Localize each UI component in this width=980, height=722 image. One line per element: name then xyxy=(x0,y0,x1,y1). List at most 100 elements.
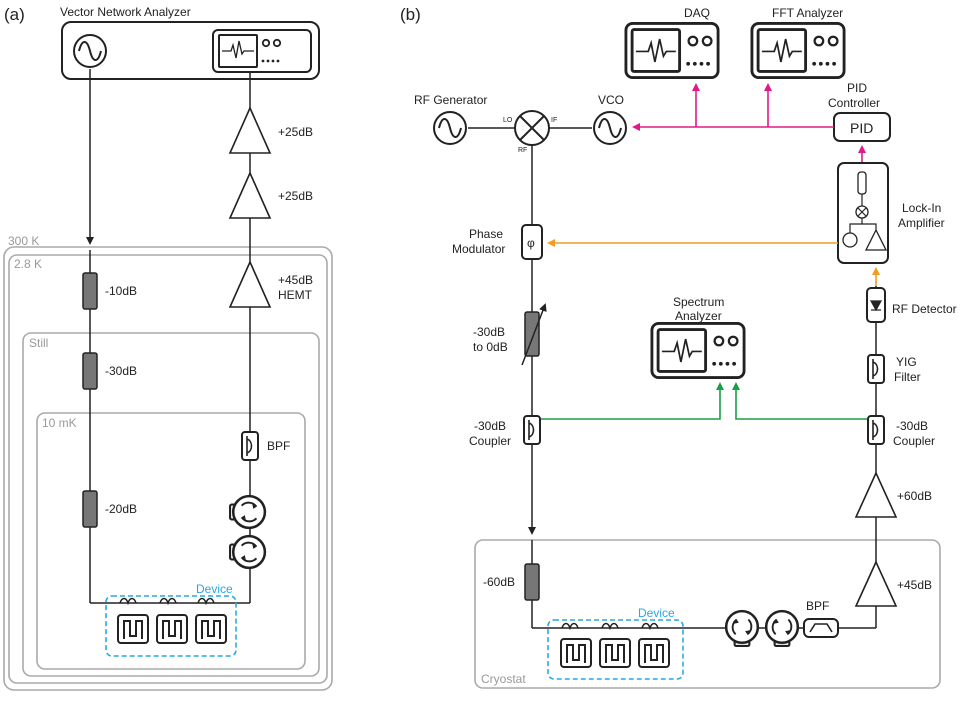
vna-label: Vector Network Analyzer xyxy=(60,5,191,19)
right-coupler-to-spectrum-line xyxy=(732,382,867,420)
rf-detector-label: RF Detector xyxy=(892,302,957,316)
amplifier-25db-top xyxy=(228,106,272,154)
panel-b-tag: (b) xyxy=(400,5,421,24)
amplifier-45db-label: +45dB xyxy=(897,578,932,592)
phase-modulator-symbol: φ xyxy=(527,236,535,250)
daq-label: DAQ xyxy=(684,6,710,20)
stage-10mk-box xyxy=(36,412,306,670)
attenuator-60db-label: -60dB xyxy=(483,575,515,589)
stage-10mk-label: 10 mK xyxy=(42,416,77,430)
stage-still-label: Still xyxy=(29,336,48,350)
variable-attenuator-label-line2: to 0dB xyxy=(473,340,508,354)
circulator-icon-b2 xyxy=(764,609,800,647)
resonator-icon xyxy=(195,614,227,644)
amplifier-60db-label: +60dB xyxy=(897,489,932,503)
spectrum-analyzer-label-line2: Analyzer xyxy=(675,309,722,323)
coupler-right-label-line1: -30dB xyxy=(896,419,928,433)
bpf-shape-icon xyxy=(809,623,833,633)
mixer-if-label: IF xyxy=(551,117,557,124)
lockin-label-line1: Lock-In xyxy=(902,201,941,215)
cryostat-box xyxy=(474,539,941,689)
amplifier-hemt-gain: +45dB xyxy=(278,273,313,287)
variable-attenuator-arrow xyxy=(521,303,547,366)
mixer-icon xyxy=(514,110,550,146)
panel-a-tag: (a) xyxy=(4,5,25,24)
device-label-b: Device xyxy=(638,606,675,620)
stage-still-box xyxy=(22,332,320,677)
yig-filter-icon xyxy=(867,353,885,385)
attenuator-10db xyxy=(82,272,98,310)
stage-300k-label: 300 K xyxy=(8,234,39,248)
bpf-label-b: BPF xyxy=(806,599,829,613)
amplifier-25db-bottom-label: +25dB xyxy=(278,189,313,203)
circulator-icon-b1 xyxy=(724,609,760,647)
spectrum-analyzer-label-line1: Spectrum xyxy=(673,295,724,309)
yig-filter-label-line2: Filter xyxy=(894,370,921,384)
lockin-internals xyxy=(842,171,888,251)
resonator-icon xyxy=(638,638,670,668)
vna-display-icon xyxy=(212,29,312,73)
rf-detector-diode-icon xyxy=(869,300,883,312)
variable-attenuator-label-line1: -30dB xyxy=(473,325,505,339)
attenuator-20db xyxy=(82,490,98,528)
attenuator-10db-label: -10dB xyxy=(105,284,137,298)
stage-2-8k-label: 2.8 K xyxy=(14,257,42,271)
resonator-icon xyxy=(156,614,188,644)
attenuator-60db xyxy=(524,563,540,601)
device-box-b xyxy=(547,619,684,680)
spectrum-analyzer-icon xyxy=(650,322,746,379)
variable-attenuator xyxy=(524,311,540,357)
resonator-icon xyxy=(117,614,149,644)
rf-generator-icon xyxy=(433,111,467,145)
amplifier-60db xyxy=(854,471,898,518)
daq-instrument-icon xyxy=(624,22,720,79)
bpf-box-b xyxy=(803,618,839,638)
coupler-right-label-line2: Coupler xyxy=(893,434,935,448)
coupler-left-icon xyxy=(523,415,541,445)
panel-b: (b) Cryostat DAQ FFT Analyzer RF Generat… xyxy=(400,5,957,689)
mixer-lo-label: LO xyxy=(503,117,513,124)
circulator-icon xyxy=(229,534,267,570)
vco-label: VCO xyxy=(598,93,624,107)
pid-box-text: PID xyxy=(850,120,873,136)
coupler-right-icon xyxy=(867,415,885,445)
fft-label: FFT Analyzer xyxy=(772,6,843,20)
coupler-left-label-line2: Coupler xyxy=(469,434,511,448)
bandpass-filter-icon xyxy=(241,431,259,461)
coupling-loops-b xyxy=(561,622,659,631)
device-label: Device xyxy=(196,582,233,596)
vco-icon xyxy=(593,111,627,145)
lockin-label-line2: Amplifier xyxy=(898,216,945,230)
left-coupler-to-spectrum-line xyxy=(541,382,724,420)
vna-source-icon xyxy=(73,34,107,68)
fft-instrument-icon xyxy=(750,22,846,79)
pid-label-line1: PID xyxy=(847,81,867,95)
phase-modulator-box xyxy=(521,224,543,260)
amplifier-25db-top-label: +25dB xyxy=(278,125,313,139)
phase-modulator-label-line2: Modulator xyxy=(452,242,505,256)
phase-modulator-label-line1: Phase xyxy=(469,227,503,241)
amplifier-45db xyxy=(854,560,898,607)
attenuator-30db xyxy=(82,352,98,390)
stage-2-8k-box xyxy=(8,254,328,684)
pid-label-line2: Controller xyxy=(828,96,880,110)
coupling-loops xyxy=(119,597,215,606)
circulator-icon xyxy=(229,494,267,530)
amplifier-hemt-label: HEMT xyxy=(278,288,313,302)
amplifier-hemt xyxy=(228,260,272,308)
amplifier-25db-bottom xyxy=(228,171,272,219)
attenuator-30db-label: -30dB xyxy=(105,364,137,378)
cryostat-label: Cryostat xyxy=(481,672,526,686)
device-box xyxy=(105,595,237,657)
stage-300k-box xyxy=(3,246,333,691)
attenuator-20db-label: -20dB xyxy=(105,502,137,516)
yig-filter-label-line1: YIG xyxy=(896,355,917,369)
rf-generator-label: RF Generator xyxy=(414,93,487,107)
resonator-icon xyxy=(599,638,631,668)
bandpass-filter-label: BPF xyxy=(267,439,290,453)
mixer-rf-label: RF xyxy=(518,147,527,154)
coupler-left-label-line1: -30dB xyxy=(474,419,506,433)
panel-a: (a) 300 K 2.8 K Still 10 mK Vector Netwo… xyxy=(3,5,333,691)
resonator-icon xyxy=(560,638,592,668)
